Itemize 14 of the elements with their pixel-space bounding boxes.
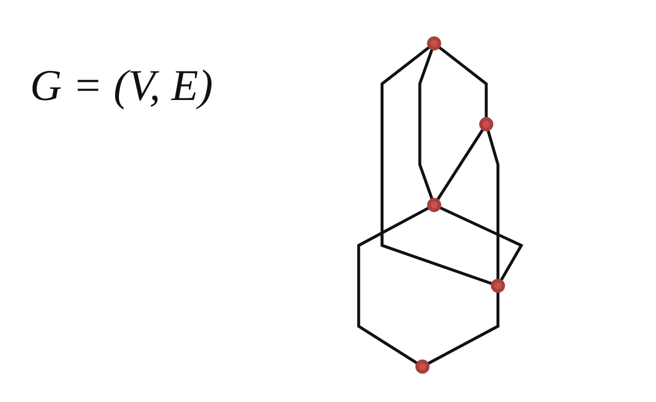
connector (436, 128, 485, 202)
connector (418, 48, 434, 200)
connector (357, 206, 430, 365)
node-circle (427, 36, 442, 50)
connector (426, 291, 500, 366)
connector (438, 206, 524, 282)
formula-label: G = (V, E) (30, 60, 213, 111)
connector (437, 46, 488, 119)
node-circle (415, 360, 430, 374)
connector (380, 46, 494, 286)
node-circle (490, 278, 506, 293)
node-circle (427, 198, 442, 212)
connector (486, 128, 500, 280)
node-circle (479, 117, 494, 132)
